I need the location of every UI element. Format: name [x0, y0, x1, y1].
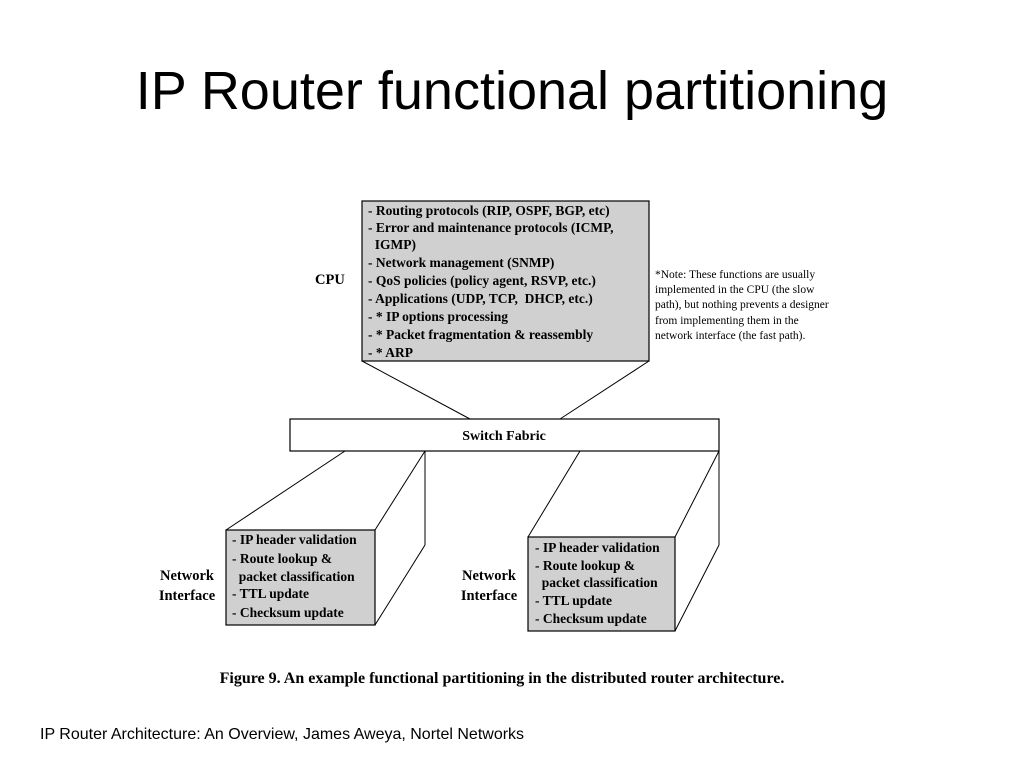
ni-function-line: - IP header validation: [535, 540, 660, 555]
cpu-function-line: - Applications (UDP, TCP, DHCP, etc.): [368, 291, 593, 306]
ni-function-line: - Checksum update: [232, 605, 344, 620]
cpu-connector-left: [361, 360, 471, 420]
ni-right-box: [527, 536, 676, 632]
cpu-label: CPU: [315, 272, 345, 288]
cpu-function-line: - QoS policies (policy agent, RSVP, etc.…: [368, 273, 596, 288]
cpu-function-line: - Error and maintenance protocols (ICMP,: [368, 220, 614, 235]
switch-fabric-box: [289, 418, 720, 452]
ni-function-line: - Route lookup &: [535, 558, 635, 573]
note-line: path), but nothing prevents a designer: [655, 299, 829, 311]
ni-left-label-line2: Interface: [159, 588, 216, 604]
ni-left-label-line1: Network: [160, 568, 215, 584]
note: *Note: These functions are usually imple…: [655, 269, 829, 342]
ni-function-line: packet classification: [535, 575, 658, 590]
ni-function-line: - IP header validation: [232, 532, 357, 547]
ni-left-edge-top-left: [225, 450, 346, 531]
network-interface-left: - IP header validation - Route lookup & …: [159, 450, 426, 626]
note-line: from implementing them in the: [655, 315, 799, 327]
cpu-box: [361, 200, 650, 362]
source-footer: IP Router Architecture: An Overview, Jam…: [40, 726, 525, 743]
switch-fabric-label: Switch Fabric: [462, 429, 546, 444]
cpu-box-text: - Routing protocols (RIP, OSPF, BGP, etc…: [368, 203, 614, 360]
ni-left-edge-bottom: [374, 544, 426, 626]
ni-right-edge-bottom: [674, 544, 720, 632]
cpu-function-line: - * IP options processing: [368, 309, 508, 324]
ni-function-line: - Route lookup &: [232, 551, 332, 566]
network-interface-right: - IP header validation - Route lookup & …: [461, 450, 720, 632]
ni-right-label-line2: Interface: [461, 588, 518, 604]
ni-function-line: - TTL update: [535, 593, 612, 608]
cpu-function-line: IGMP): [368, 237, 416, 252]
ni-right-edge-top-right: [674, 450, 720, 538]
cpu-function-line: - * ARP: [368, 345, 413, 360]
ni-function-line: packet classification: [232, 569, 355, 584]
note-line: *Note: These functions are usually: [655, 269, 815, 281]
slide-title: IP Router functional partitioning: [135, 61, 889, 121]
note-line: network interface (the fast path).: [655, 330, 806, 342]
note-line: implemented in the CPU (the slow: [655, 284, 815, 296]
cpu-connector-right: [559, 360, 650, 420]
ni-right-edge-top-left: [527, 450, 581, 538]
ni-function-line: - Checksum update: [535, 611, 647, 626]
cpu-function-line: - * Packet fragmentation & reassembly: [368, 327, 593, 342]
cpu-function-line: - Routing protocols (RIP, OSPF, BGP, etc…: [368, 203, 610, 218]
ni-function-line: - TTL update: [232, 586, 309, 601]
ni-left-edge-top-right: [374, 450, 426, 531]
ni-left-box: [225, 529, 376, 626]
cpu-function-line: - Network management (SNMP): [368, 255, 554, 270]
figure-caption: Figure 9. An example functional partitio…: [220, 670, 785, 687]
ni-right-label-line1: Network: [462, 568, 517, 584]
